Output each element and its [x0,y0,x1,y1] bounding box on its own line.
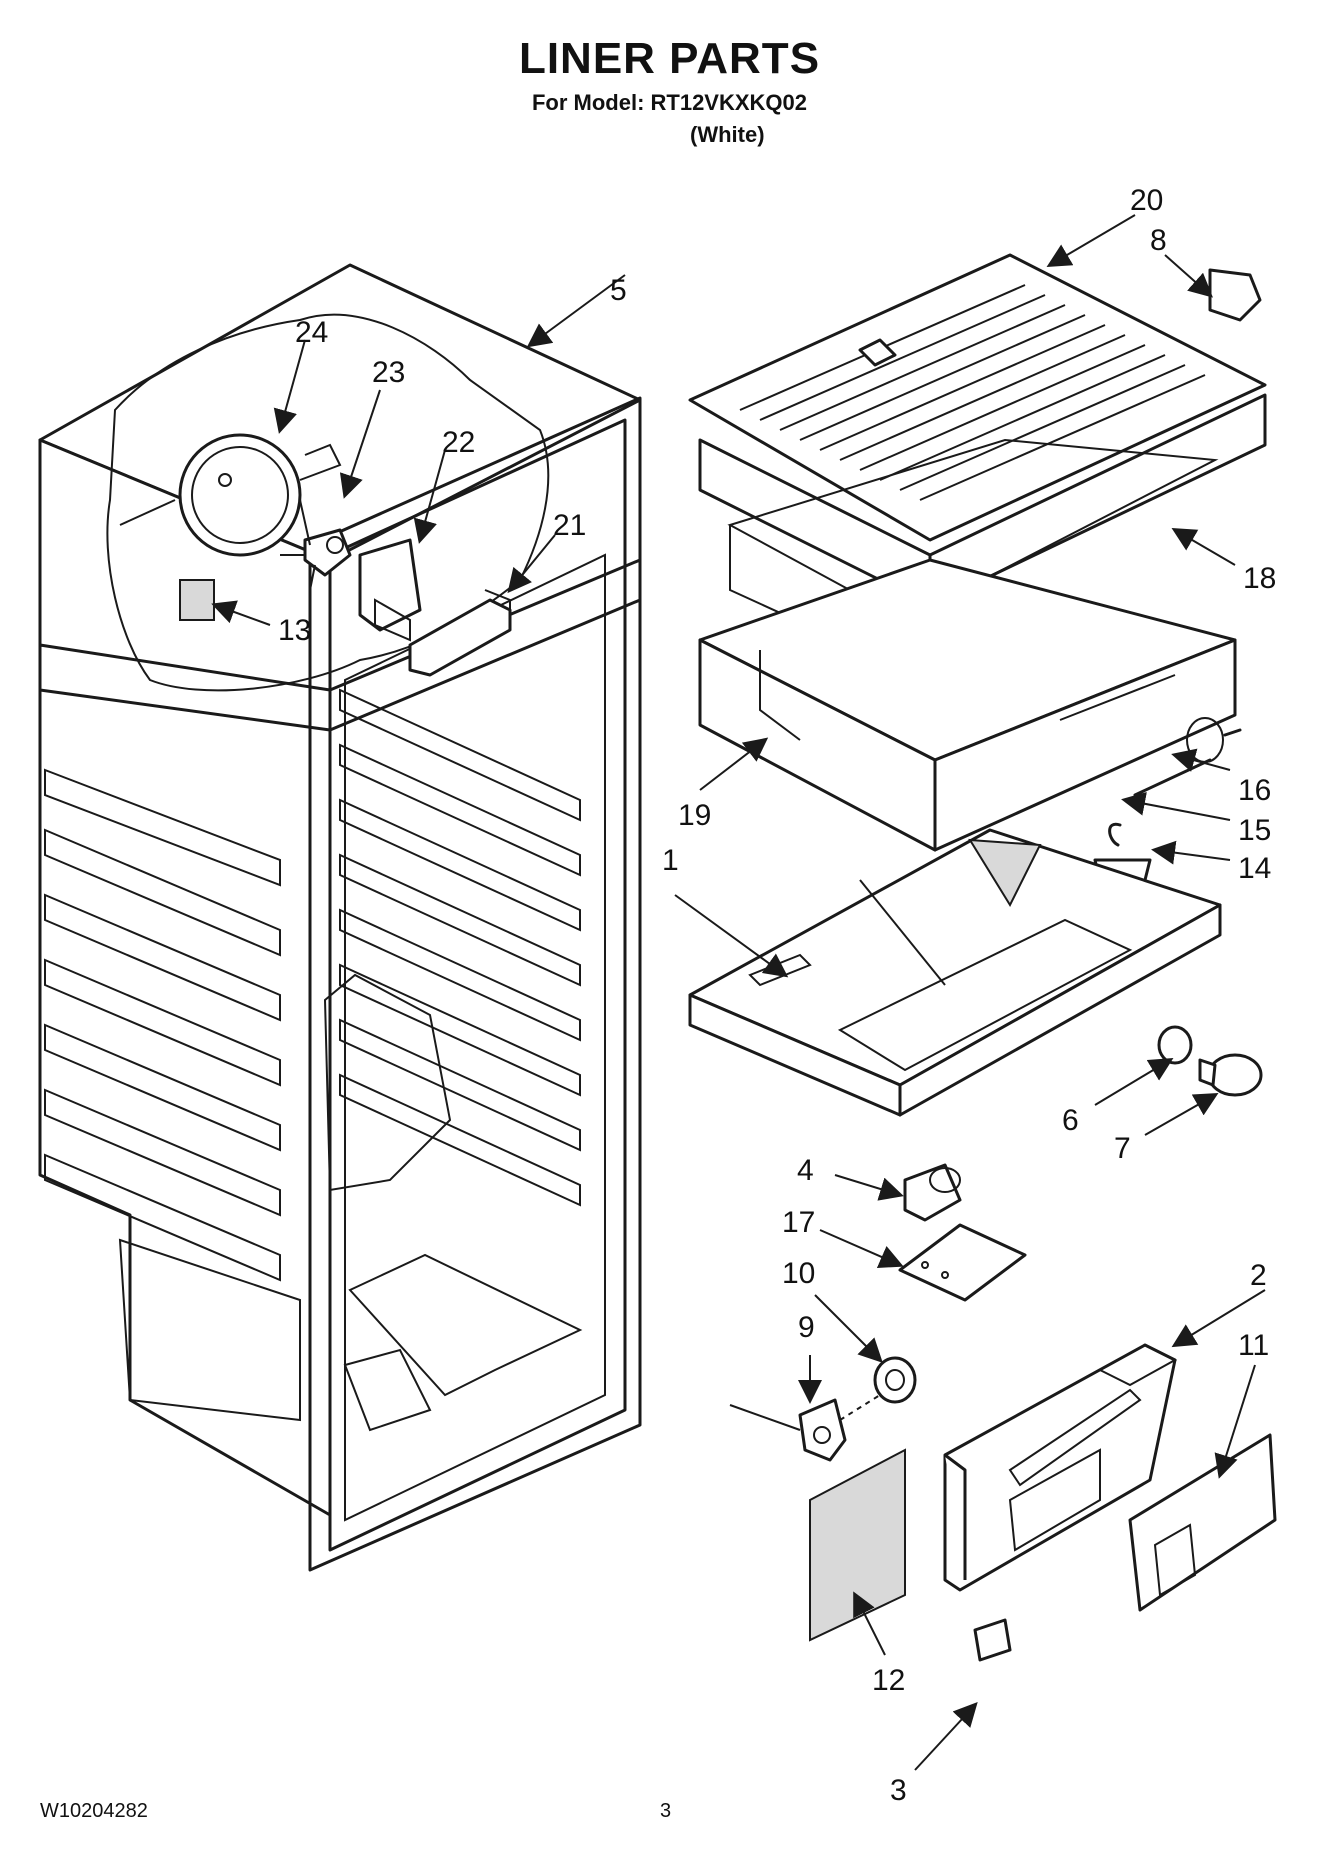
page-title: LINER PARTS [518,34,821,83]
fan-blade-part-23 [280,499,352,591]
page-number: 3 [660,1800,672,1822]
callout-2: 2 [1250,1259,1267,1292]
callout-18: 18 [1243,562,1276,595]
callout-16: 16 [1238,774,1271,807]
lamp-holder-part-3 [973,1618,1012,1662]
callout-22: 22 [442,426,475,459]
fan-shroud-part-24 [119,433,342,557]
callout-labels: 5 24 23 22 21 13 20 8 18 19 16 15 14 1 6… [278,184,1276,1807]
callout-7: 7 [1114,1132,1131,1165]
callout-20: 20 [1130,184,1163,217]
callout-19: 19 [678,799,711,832]
callout-13: 13 [278,614,311,647]
switch-part-4 [903,1163,962,1222]
callout-4: 4 [797,1154,814,1187]
callout-5: 5 [610,274,627,307]
filter-pad-part-12 [809,1448,906,1642]
callout-12: 12 [872,1664,905,1697]
callout-8: 8 [1150,224,1167,257]
callout-24: 24 [295,316,328,349]
clip-part-8 [1208,268,1262,322]
leader-lines [211,214,1266,1771]
callout-1: 1 [662,844,679,877]
callout-9: 9 [798,1311,815,1344]
callout-21: 21 [553,509,586,542]
model-color: (White) [690,122,765,147]
control-cover-part-1 [688,828,1222,1117]
light-socket-part-6 [1157,1025,1193,1065]
model-number: For Model: RT12VKXKQ02 [531,90,808,115]
callout-17: 17 [782,1206,815,1239]
control-board-part-17 [898,1223,1027,1302]
label-part-13 [179,579,215,621]
thermostat-part-9 [729,1394,881,1462]
crisper-pan-part-19 [698,558,1237,852]
light-bulb-part-7 [1198,1053,1263,1097]
fan-motor-part-22 [358,538,422,642]
shelf-part-20 [688,253,1267,607]
tube-part-15 [1108,822,1122,847]
callout-11: 11 [1238,1329,1269,1362]
callout-10: 10 [782,1257,815,1290]
callout-15: 15 [1238,814,1271,847]
motor-bracket-part-21 [408,589,512,677]
callout-14: 14 [1238,852,1271,885]
control-housing-part-2 [943,1343,1178,1592]
callout-23: 23 [372,356,405,389]
document-number: W10204282 [40,1800,148,1822]
liner-cabinet [38,263,642,1572]
callout-3: 3 [890,1774,907,1807]
callout-6: 6 [1062,1104,1079,1137]
knob-part-10 [873,1356,917,1404]
rod-part-16 [1133,717,1242,797]
